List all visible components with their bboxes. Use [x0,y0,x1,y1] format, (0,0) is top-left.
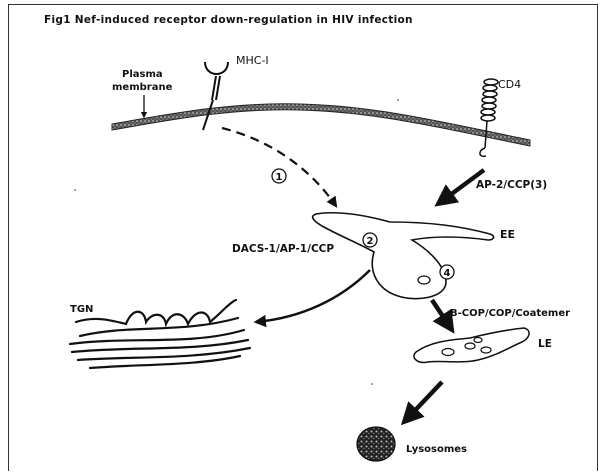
plasma-membrane [112,104,530,146]
le-label: LE [538,338,552,350]
dacs-label: DACS-1/AP-1/CCP [232,243,334,255]
ap2-label: AP-2/CCP(3) [476,179,547,191]
early-endosome [313,213,494,299]
lysosomes-label: Lysosomes [406,444,467,455]
speck [371,383,373,385]
lysosome [357,427,395,461]
late-endosome [414,328,529,362]
step-4-label: 4 [444,268,451,279]
mhc-label: MHC-I [236,54,269,67]
speck [397,99,399,101]
mhc-receptor-icon [203,62,228,130]
tgn-label: TGN [70,304,93,315]
mhc-internalization-arrow [222,128,336,206]
trans-golgi-network [70,300,250,368]
step-2-label: 2 [367,236,374,247]
bcop-label: B-COP/COP/Coatemer [450,308,570,319]
le-arrow [432,300,452,330]
plasma-membrane-label-1: Plasma [122,69,163,80]
cd4-label: CD4 [498,78,521,91]
ee-label: EE [500,228,515,241]
lysosome-arrow [404,382,442,422]
tgn-arrow [256,270,370,322]
step-1-label: 1 [276,172,283,183]
cd4-receptor-icon [480,79,498,156]
plasma-membrane-label-2: membrane [112,82,173,93]
speck [74,189,76,191]
